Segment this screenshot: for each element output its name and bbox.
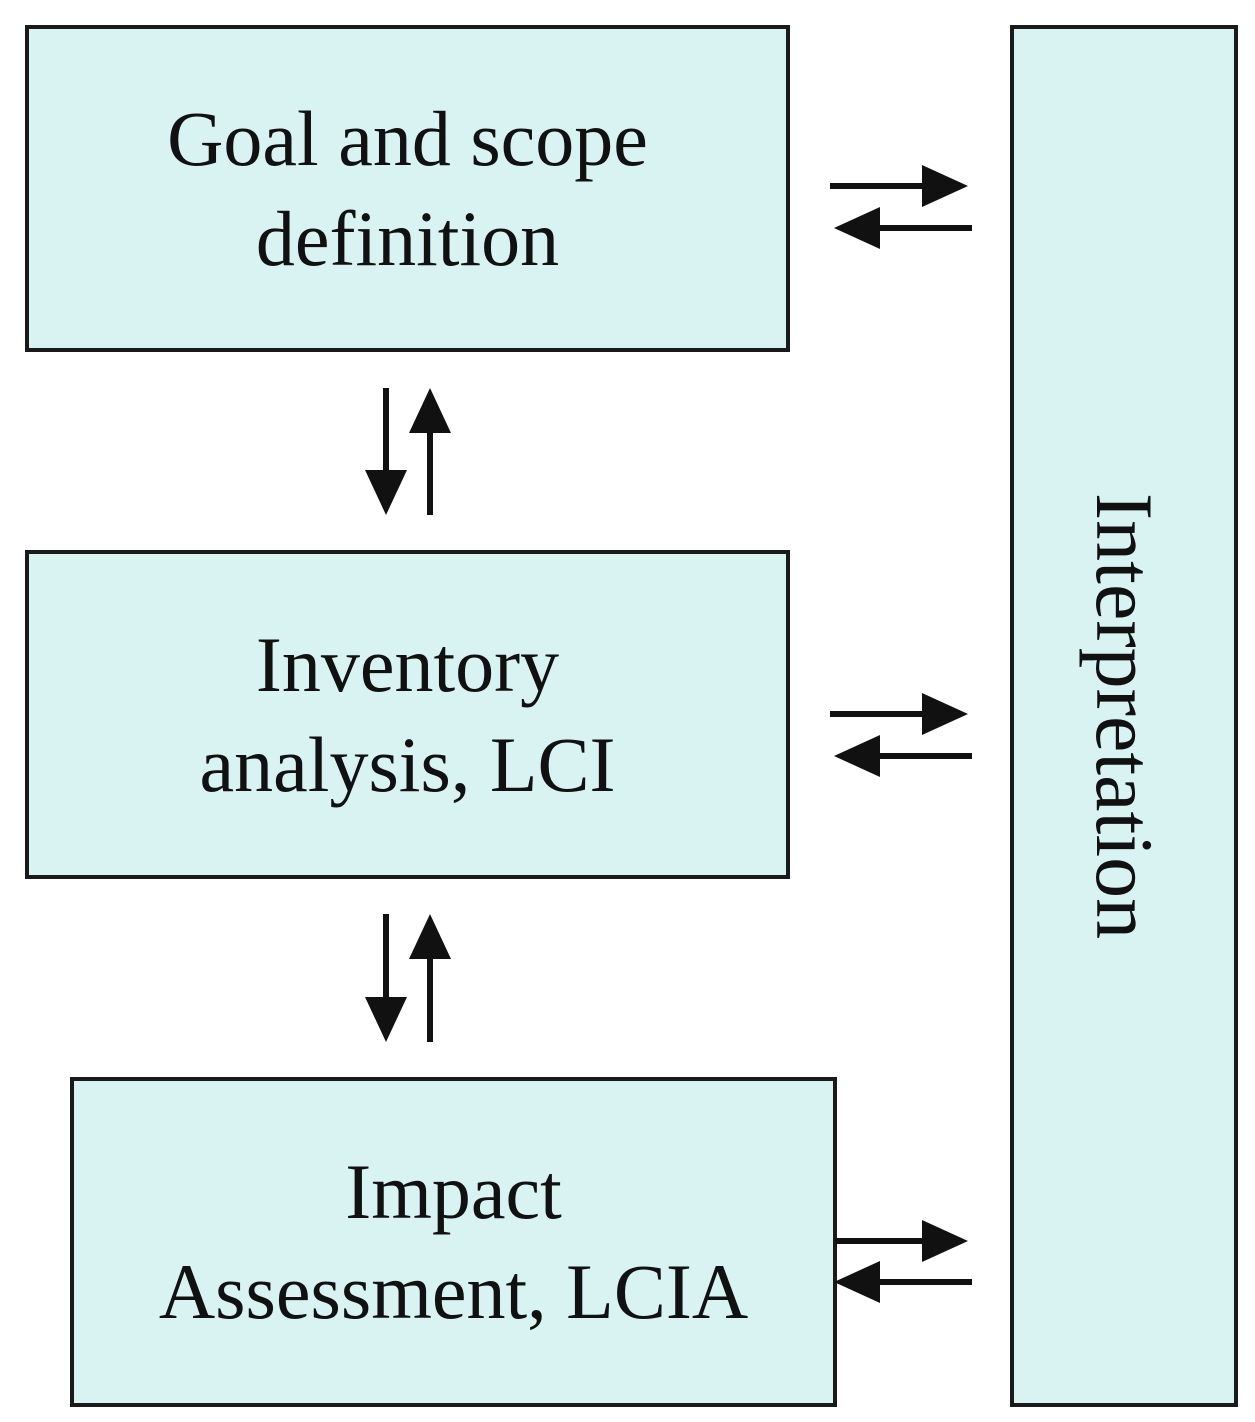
- lci-lcia-up-arrowhead: [409, 914, 451, 959]
- interpretation-to-lcia-arrowhead: [834, 1261, 880, 1303]
- interpretation-to-lci-arrowhead: [834, 735, 880, 777]
- interpretation-box: Interpretation: [1010, 25, 1238, 1407]
- inventory-analysis-label-line2: analysis, LCI: [199, 720, 616, 808]
- inventory-analysis-box: Inventory analysis, LCI: [25, 550, 790, 879]
- impact-assessment-label-line2: Assessment, LCIA: [158, 1248, 749, 1335]
- lci-to-interpretation-arrowhead: [922, 693, 968, 735]
- impact-assessment-label-line1: Impact: [345, 1148, 562, 1235]
- interpretation-to-goal-arrowhead: [834, 207, 880, 249]
- goal-scope-label-line1: Goal and scope: [167, 94, 648, 182]
- goal-scope-label-line2: definition: [255, 194, 560, 282]
- lcia-to-interpretation-arrowhead: [922, 1220, 968, 1262]
- goal-lci-down-arrowhead: [365, 470, 407, 515]
- goal-lci-up-arrowhead: [409, 388, 451, 433]
- goal-to-interpretation-arrowhead: [922, 165, 968, 207]
- lci-lcia-down-arrowhead: [365, 997, 407, 1042]
- goal-scope-box: Goal and scope definition: [25, 25, 790, 352]
- inventory-analysis-label-line1: Inventory: [255, 620, 560, 708]
- impact-assessment-box: Impact Assessment, LCIA: [70, 1077, 837, 1407]
